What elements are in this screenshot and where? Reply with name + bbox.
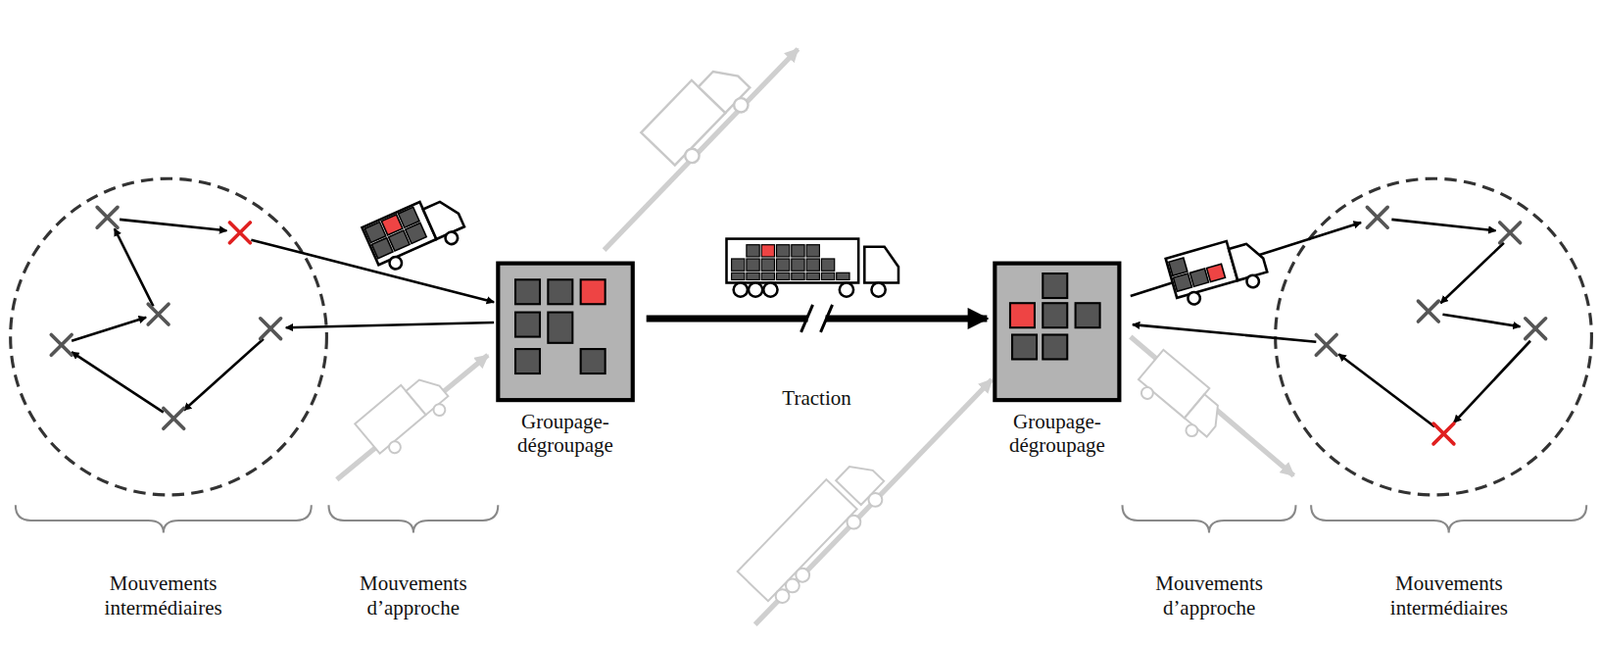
- region-circle: [10, 178, 328, 495]
- break-gap: [808, 312, 826, 325]
- segment-label: Mouvements intermédiaires: [80, 571, 247, 621]
- hub-node: Groupage- dégroupage: [994, 263, 1119, 401]
- break-mark: [801, 304, 833, 333]
- hub-platform: [994, 263, 1119, 401]
- hub-label: Groupage- dégroupage: [988, 409, 1126, 457]
- traction-arrow: [646, 304, 988, 333]
- brace: [15, 504, 1587, 533]
- edge-label: Traction: [778, 386, 854, 410]
- region-circle: [1275, 178, 1593, 495]
- segment-label: Mouvements d’approche: [1125, 571, 1293, 621]
- traction-truck: [726, 239, 898, 297]
- stop-crosses: [50, 206, 1546, 444]
- delivery-truck: [1165, 232, 1271, 308]
- route-arrows: [71, 219, 1531, 427]
- faded-flows: [337, 48, 1295, 625]
- hub-label: Groupage- dégroupage: [496, 409, 634, 457]
- hub-platform: [497, 263, 632, 401]
- segment-label: Mouvements intermédiaires: [1365, 571, 1533, 621]
- segment-label: Mouvements d’approche: [330, 571, 497, 621]
- hub-node: Groupage- dégroupage: [497, 263, 632, 401]
- faded-trucks: [354, 54, 1232, 611]
- delivery-truck: [361, 189, 469, 275]
